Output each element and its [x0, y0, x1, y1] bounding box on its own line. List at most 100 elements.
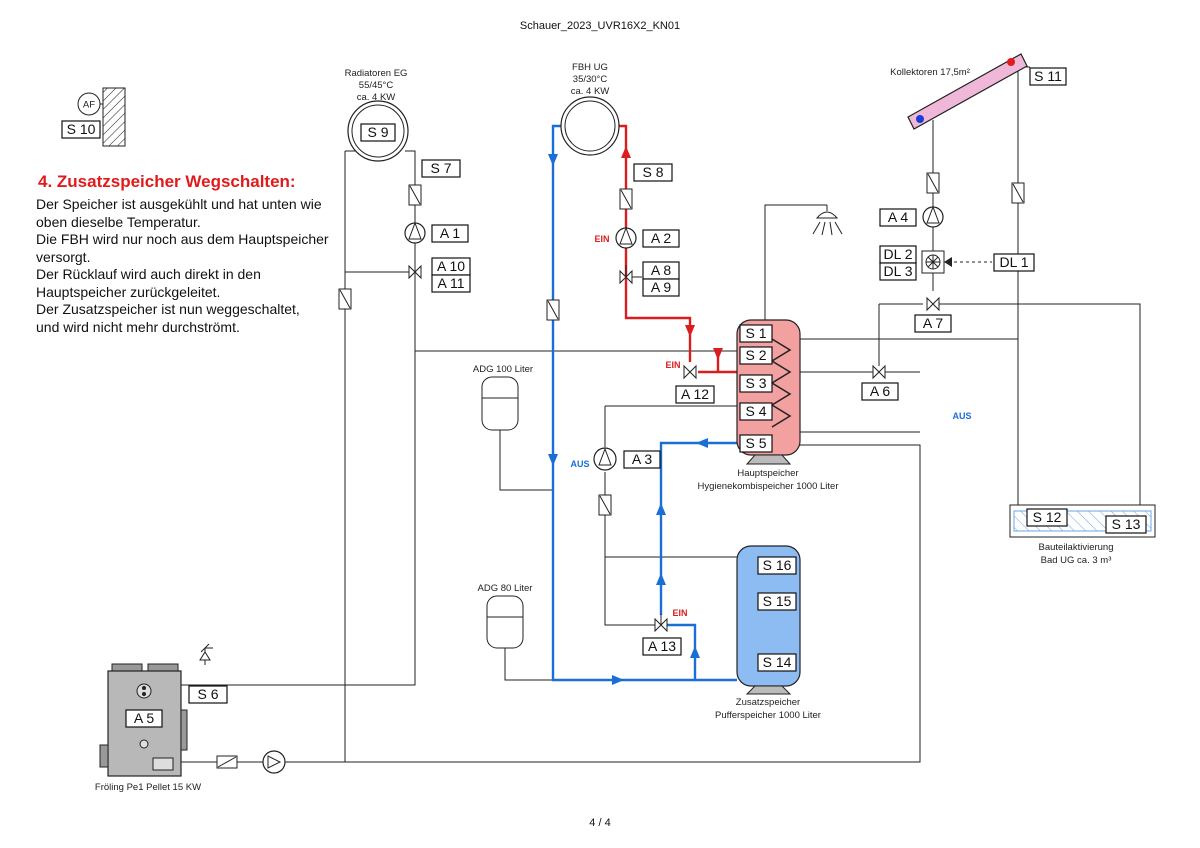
sensor-s14: S 14 — [763, 654, 792, 670]
pump-a2-label: A 2 — [651, 230, 671, 246]
sensor-s6: S 6 — [197, 686, 218, 702]
main-tank-type: Hygienekombispeicher 1000 Liter — [698, 481, 839, 492]
sensor-s5: S 5 — [745, 435, 766, 451]
expansion-vessel-80: ADG 80 Liter — [478, 583, 533, 649]
solar-flow-check — [926, 172, 1025, 204]
bauteil-label: Bauteilaktivierung — [1039, 542, 1114, 553]
mixer-a11-label: A 11 — [438, 275, 465, 291]
valve-a12-label: A 12 — [681, 386, 709, 402]
note-line: Die FBH wird nur noch aus dem Hauptspeic… — [36, 231, 329, 247]
radiator-flow-meter: S 7 — [408, 159, 461, 206]
mixer-a9-label: A 9 — [651, 279, 671, 295]
sensor-s3: S 3 — [745, 375, 766, 391]
sensor-s16: S 16 — [763, 557, 792, 573]
adg80-label: ADG 80 Liter — [478, 583, 533, 594]
sensor-s15: S 15 — [763, 593, 792, 609]
main-tank-label: Hauptspeicher — [737, 468, 798, 479]
pump-a2: EIN A 2 — [594, 226, 680, 249]
red-pipes — [614, 124, 737, 374]
note-line: und wird nicht mehr durchströmt. — [36, 318, 240, 335]
outdoor-sensor: AF S 10 — [61, 87, 126, 147]
expansion-vessel-100: ADG 100 Liter — [473, 364, 533, 431]
pump-a3: AUS A 3 — [570, 447, 661, 471]
adg100-label: ADG 100 Liter — [473, 364, 533, 375]
valve-a12: EIN A 12 — [665, 360, 715, 404]
note-line: oben dieselbe Temperatur. — [36, 213, 201, 230]
pump-a2-status: EIN — [594, 234, 609, 244]
valve-a13-label: A 13 — [648, 638, 676, 654]
black-pipes — [180, 66, 1141, 763]
pump-a3-status: AUS — [570, 459, 589, 469]
boiler-return-pump — [216, 750, 286, 774]
sensor-dl2: DL 2 — [883, 246, 912, 262]
valve-a13: EIN A 13 — [642, 608, 688, 656]
pump-a1-label: A 1 — [440, 225, 460, 241]
note-line: Der Speicher ist ausgekühlt und hat unte… — [36, 196, 322, 212]
note-title: 4. Zusatzspeicher Wegschalten: — [38, 172, 296, 191]
valve-a6-label: A 6 — [870, 383, 890, 399]
document-title: Schauer_2023_UVR16X2_KN01 — [519, 20, 681, 32]
valve-a13-status: EIN — [672, 608, 687, 618]
sensor-s12: S 12 — [1033, 509, 1062, 525]
radiator-power: ca. 4 KW — [357, 92, 396, 103]
flow-sensor-dl: DL 2 DL 3 DL 1 — [879, 245, 1035, 281]
buffer-storage-tank: S 16 S 15 S 14 Zusatzspeicher Pufferspei… — [715, 545, 821, 721]
concrete-core-activation: S 12 S 13 Bauteilaktivierung Bad UG ca. … — [1009, 504, 1156, 566]
safety-valve-icon — [199, 643, 213, 665]
sensor-s7: S 7 — [430, 160, 451, 176]
bauteil-size: Bad UG ca. 3 m³ — [1041, 555, 1112, 566]
radiator-eg: Radiatoren EG 55/45°C ca. 4 KW S 9 — [345, 68, 409, 162]
valve-a6: A 6 — [861, 364, 899, 401]
note-text: Der Speicher ist ausgekühlt und hat unte… — [36, 196, 366, 336]
sensor-s13: S 13 — [1112, 516, 1141, 532]
mixer-a10-a11: A 10 A 11 — [408, 257, 471, 293]
note-line: versorgt. — [36, 248, 91, 265]
boiler-sensor-s6: S 6 — [188, 685, 228, 704]
pump-a1: A 1 — [404, 221, 469, 244]
solar-collector: Kollektoren 17,5m² S 11 — [890, 53, 1067, 130]
sensor-dl1: DL 1 — [999, 254, 1028, 270]
sensor-s2: S 2 — [745, 347, 766, 363]
buffer-tank-label: Zusatzspeicher — [736, 697, 800, 708]
radiator-return-check — [338, 288, 352, 310]
boiler-label: Fröling Pe1 Pellet 15 KW — [95, 782, 201, 793]
af-label: AF — [83, 100, 95, 111]
floor-heating-ug: FBH UG 35/30°C ca. 4 KW — [560, 62, 620, 156]
sensor-s4: S 4 — [745, 403, 766, 419]
mixer-a8-a9: A 8 A 9 — [619, 261, 680, 297]
valve-a7: A 7 — [914, 296, 952, 333]
radiator-temp: 55/45°C — [359, 80, 394, 91]
fbh-temp: 35/30°C — [573, 74, 608, 85]
main-storage-tank: S 1 S 2 S 3 S 4 S 5 Hauptspeicher Hygien… — [698, 319, 839, 492]
shower-icon — [812, 205, 843, 236]
valve-a6-status: AUS — [952, 411, 971, 421]
sensor-s8: S 8 — [642, 164, 663, 180]
sensor-s1: S 1 — [745, 325, 766, 341]
fbh-power: ca. 4 KW — [571, 86, 610, 97]
fbh-flow-meter: S 8 — [619, 163, 673, 210]
note-line: Der Zusatzspeicher ist nun weggeschaltet… — [36, 301, 300, 317]
mixer-a8-label: A 8 — [651, 262, 671, 278]
sensor-dl3: DL 3 — [883, 263, 912, 279]
sensor-s10: S 10 — [67, 121, 96, 137]
buffer-tank-type: Pufferspeicher 1000 Liter — [715, 710, 821, 721]
pump-a4-label: A 4 — [888, 209, 908, 225]
pump-a3-label: A 3 — [632, 451, 652, 467]
fbh-label: FBH UG — [572, 62, 608, 73]
a3-check-valve — [598, 494, 612, 516]
collector-label: Kollektoren 17,5m² — [890, 67, 970, 78]
fbh-return-check — [546, 299, 560, 321]
boiler-a5-label: A 5 — [134, 710, 154, 726]
page-number: 4 / 4 — [589, 817, 611, 829]
sensor-s11: S 11 — [1034, 68, 1062, 84]
pellet-boiler: A 5 Fröling Pe1 Pellet 15 KW — [95, 663, 201, 793]
mixer-a10-label: A 10 — [437, 258, 465, 274]
radiator-label: Radiatoren EG — [345, 68, 408, 79]
note-line: Der Rücklauf wird auch direkt in den — [36, 266, 261, 282]
pump-a4: A 4 — [879, 205, 944, 228]
valve-a12-status: EIN — [665, 360, 680, 370]
note-line: Hauptspeicher zurückgeleitet. — [36, 283, 221, 300]
sensor-s9: S 9 — [367, 124, 388, 140]
valve-a7-label: A 7 — [923, 315, 943, 331]
